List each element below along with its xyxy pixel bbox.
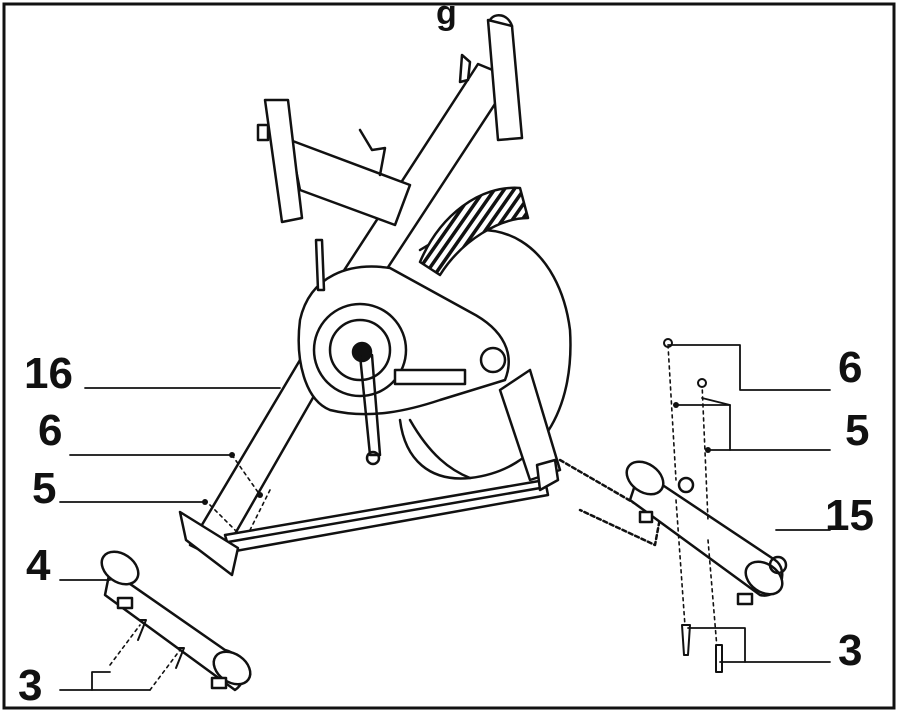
callout-right-6: 6 <box>838 343 862 392</box>
callout-left-6: 6 <box>38 406 62 455</box>
top-tube <box>256 53 472 227</box>
bolt-parts <box>137 338 723 673</box>
callout-left-3: 3 <box>18 661 42 710</box>
callout-left-4: 4 <box>26 541 51 590</box>
leader-dots <box>202 402 711 505</box>
crank-housing <box>297 238 510 466</box>
front-stabilizer <box>100 550 252 692</box>
leader-lines <box>59 344 831 691</box>
title-fragment: g <box>436 0 457 32</box>
rear-stabilizer <box>625 460 788 606</box>
callout-labels: 16 6 5 4 3 6 5 15 3 <box>18 343 874 710</box>
callout-left-16: 16 <box>24 349 73 398</box>
callout-left-5: 5 <box>32 464 56 513</box>
drive-gear <box>418 186 530 277</box>
callout-right-5: 5 <box>845 406 869 455</box>
base-rail <box>178 458 662 577</box>
callout-right-15: 15 <box>825 491 874 540</box>
callout-right-3: 3 <box>838 626 862 675</box>
